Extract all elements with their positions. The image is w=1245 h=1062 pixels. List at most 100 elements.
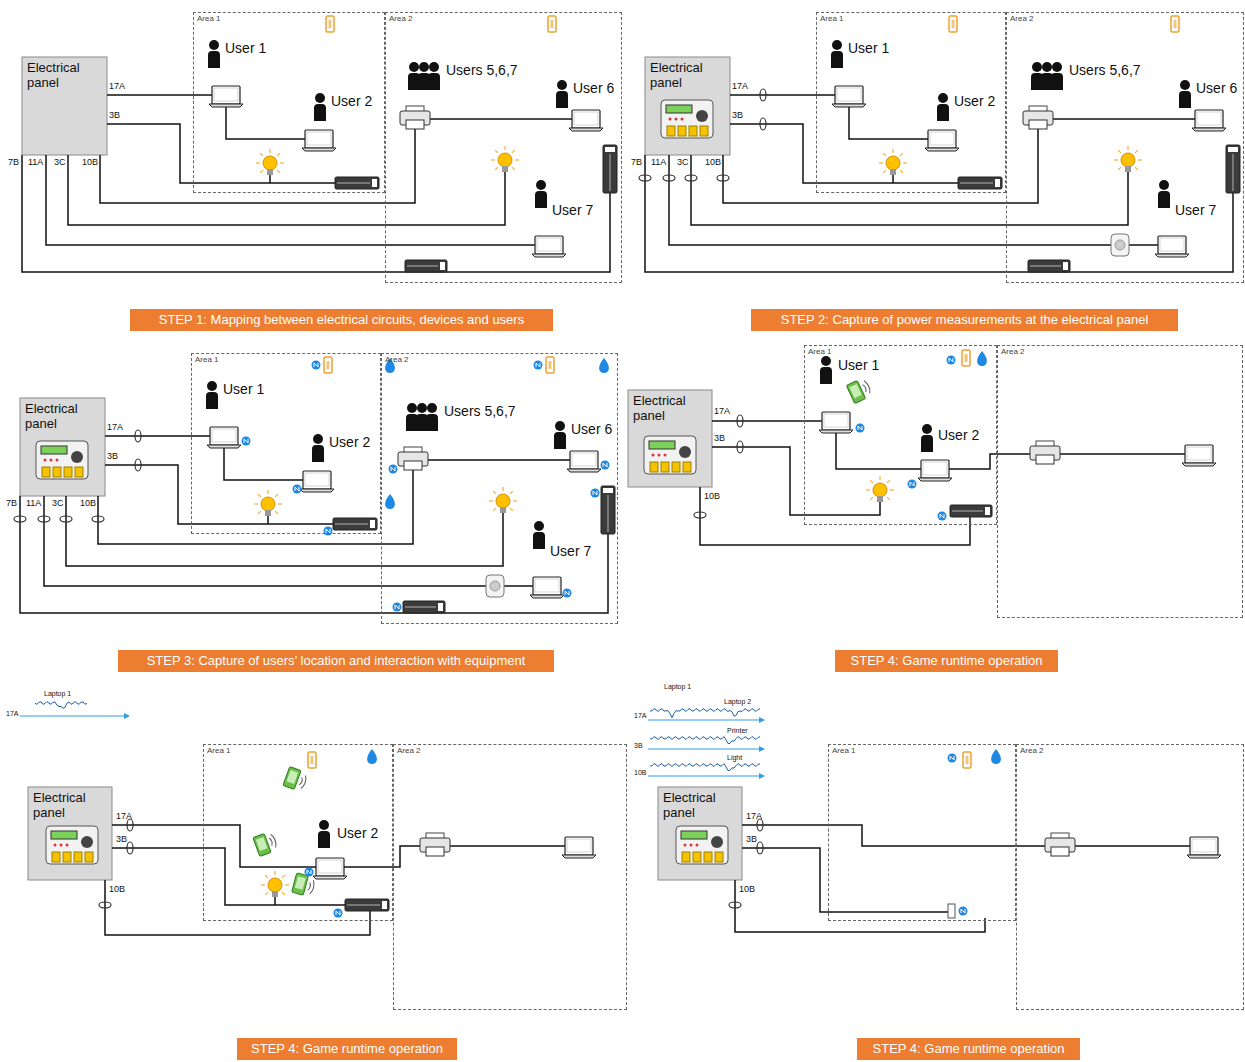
drawing-part	[393, 603, 402, 612]
drawing-part	[1121, 153, 1135, 167]
drawing-part	[856, 424, 865, 433]
drawing-part	[426, 414, 438, 431]
user-label: User 7	[1175, 203, 1216, 217]
drawing-part	[887, 480, 890, 483]
drawing-part	[556, 91, 568, 108]
current-clamp	[135, 430, 141, 442]
person-icon	[556, 80, 568, 108]
drawing-part	[715, 852, 723, 862]
drawing-part	[985, 507, 990, 515]
area-box: Area 2	[385, 12, 622, 283]
current-clamp	[60, 516, 72, 522]
drawing-part	[925, 148, 959, 151]
sensor-badge	[563, 589, 572, 598]
drawing-part	[51, 831, 77, 839]
presence-sensor-icon	[599, 358, 609, 373]
drawing-part	[428, 73, 440, 90]
sensor-badge	[601, 461, 610, 470]
wire	[226, 104, 305, 139]
wire	[344, 846, 420, 867]
drawing-part	[1187, 447, 1211, 460]
drawing-part	[693, 852, 701, 862]
drawing-part	[427, 403, 437, 413]
drawing-part	[268, 878, 282, 892]
drawing-part	[534, 521, 544, 531]
drawing-part	[403, 601, 445, 613]
current-clamp	[737, 441, 743, 453]
circuit-label: 10B	[109, 885, 125, 894]
user-label: User 2	[331, 94, 372, 108]
drawing-part	[1195, 110, 1223, 128]
drawing-part	[1160, 238, 1184, 251]
drawing-part	[36, 441, 88, 479]
drawing-part	[1158, 236, 1186, 254]
drawing-part	[277, 170, 280, 173]
light-bulb-icon	[261, 871, 289, 897]
drawing-part	[567, 839, 591, 852]
drawing-part	[272, 891, 278, 897]
panel-housing	[20, 398, 105, 496]
thermostat-icon	[308, 752, 316, 768]
drawing-part	[1118, 167, 1121, 170]
drawing-part	[678, 126, 686, 136]
drawing-part	[214, 88, 238, 101]
radiator-icon	[335, 177, 379, 189]
area-title: Area 2	[1001, 348, 1239, 356]
drawing-part	[515, 159, 519, 160]
panel-title: Electrical panel	[663, 791, 737, 821]
drawing-part	[921, 435, 933, 452]
drawing-part	[607, 495, 609, 532]
drawing-part	[681, 118, 684, 121]
drawing-part	[275, 511, 278, 514]
drawing-part	[938, 93, 948, 103]
printer-icon	[1045, 833, 1075, 856]
drawing-part	[440, 262, 445, 270]
current-clamp	[760, 89, 766, 101]
person-icon	[206, 381, 218, 409]
drawing-part	[295, 876, 306, 890]
drawing-part	[1063, 262, 1068, 270]
panel-title: Electrical panel	[27, 61, 102, 91]
light-bulb-icon	[1114, 146, 1142, 172]
drawing-part	[572, 110, 600, 128]
wire	[105, 465, 333, 524]
circuit-label: 10B	[705, 158, 721, 167]
wire	[20, 496, 608, 613]
area-title: Area 2	[389, 15, 618, 23]
radiator-icon	[603, 145, 617, 193]
area-title: Area 1	[207, 747, 389, 755]
drawing-part	[263, 156, 277, 170]
wire	[836, 430, 921, 469]
caption-text: STEP 3: Capture of users’ location and i…	[147, 650, 526, 672]
drawing-part	[690, 844, 693, 847]
drawing-part	[300, 489, 334, 492]
panel-housing	[28, 787, 112, 880]
drawing-part	[64, 467, 72, 477]
user-label: User 7	[550, 544, 591, 558]
drawing-part	[324, 527, 333, 536]
printer-icon	[398, 447, 428, 470]
user-label: User 2	[954, 94, 995, 108]
drawing-part	[1051, 847, 1069, 856]
drawing-part	[307, 880, 315, 895]
circuit-label: 3B	[732, 111, 743, 120]
drawing-part	[837, 88, 861, 101]
drawing-part	[1174, 20, 1177, 28]
drawing-part	[684, 844, 687, 847]
drawing-part	[372, 179, 377, 187]
panel-title: Electrical panel	[633, 394, 707, 424]
drawing-part	[419, 62, 429, 72]
drawing-part	[949, 16, 957, 32]
drawing-part	[318, 831, 330, 848]
drawing-part	[563, 589, 572, 598]
current-clamp	[694, 512, 706, 518]
smartphone-icon	[846, 377, 873, 404]
drawing-part	[405, 606, 436, 608]
wire	[742, 825, 1045, 846]
electrical-panel: Electrical panel	[28, 787, 112, 880]
drawing-part	[959, 907, 968, 916]
drawing-part	[689, 126, 697, 136]
drawing-part	[537, 238, 561, 251]
printer-icon	[420, 833, 450, 856]
drawing-part	[923, 462, 947, 475]
